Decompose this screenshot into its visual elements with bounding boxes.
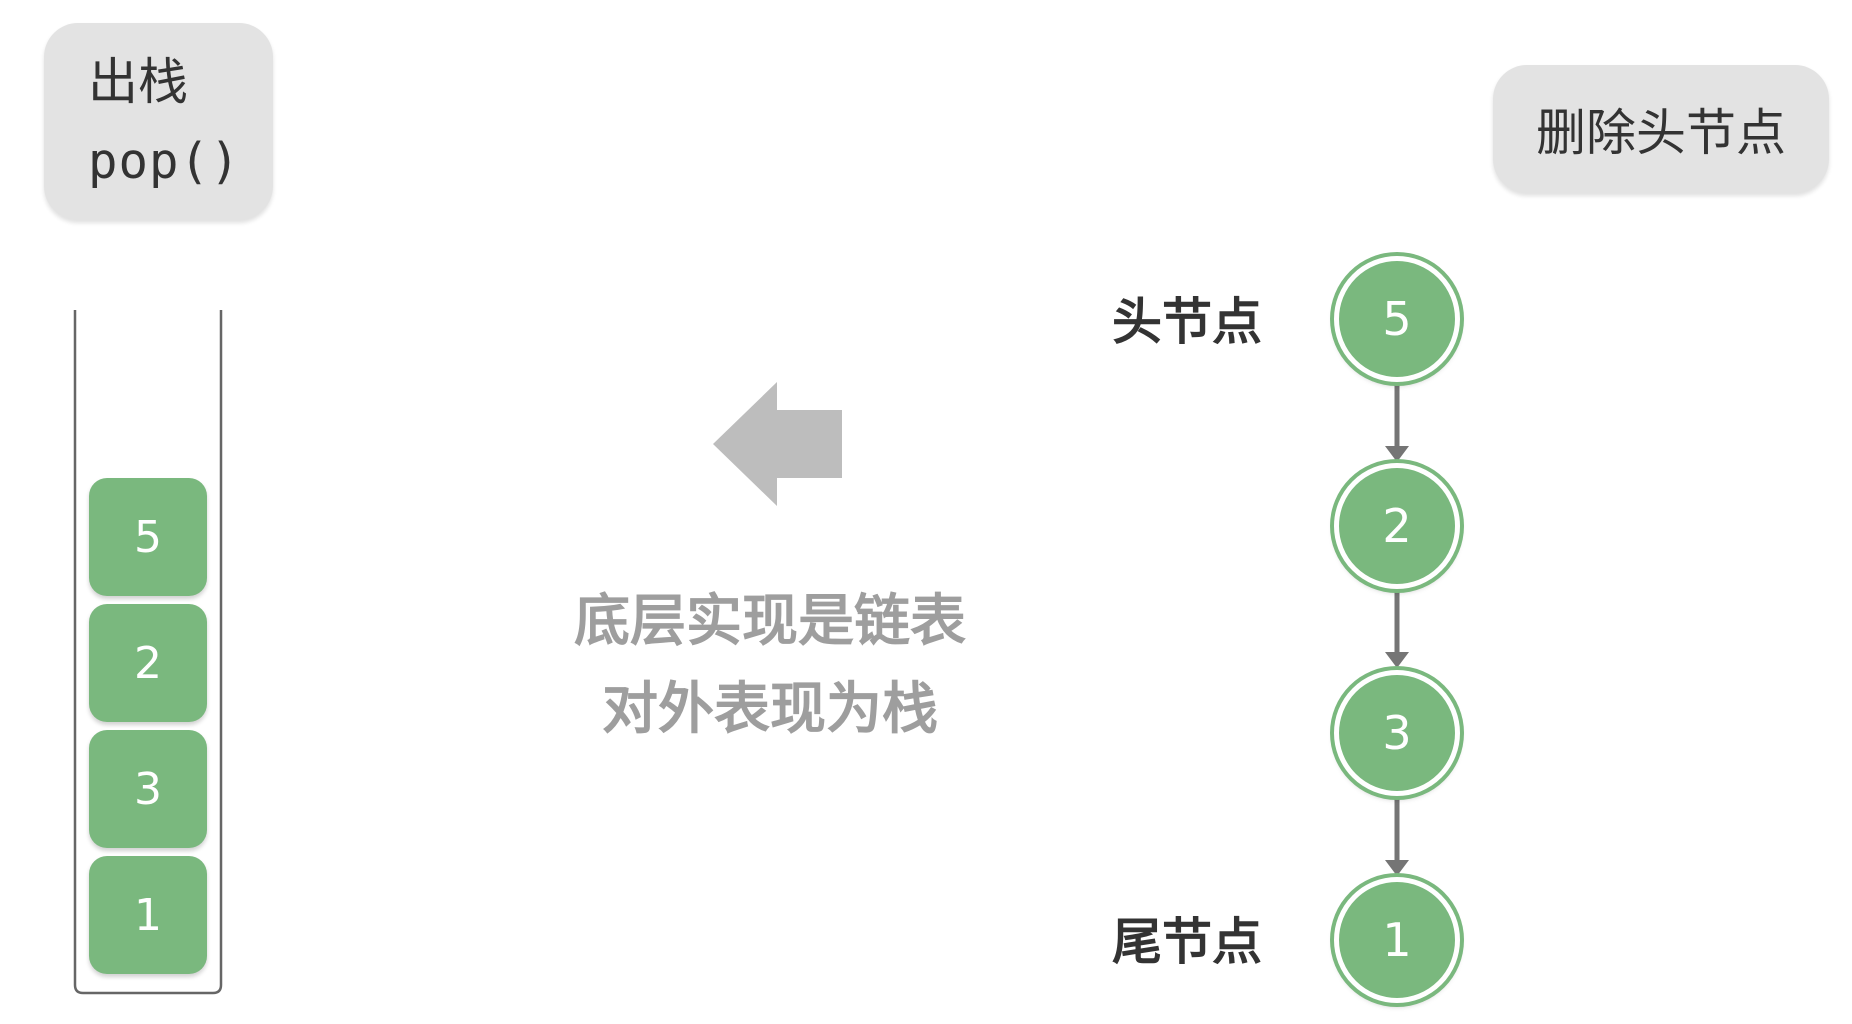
stack-item-value: 1: [134, 889, 162, 941]
list-node: 3: [1334, 670, 1460, 796]
list-node-value: 5: [1382, 292, 1412, 346]
stack-item: 3: [89, 730, 207, 848]
stack-operation-name: 出栈: [88, 53, 188, 111]
list-node-value: 1: [1382, 913, 1412, 967]
stack-operation-label: 出栈 pop(): [44, 23, 273, 220]
stack-container: [73, 310, 223, 995]
list-node: 1: [1334, 877, 1460, 1003]
stack-item-value: 3: [134, 763, 162, 815]
stack-operation-method: pop(): [88, 133, 241, 190]
caption-line-2: 对外表现为栈: [602, 677, 938, 742]
linked-list-operation-label: 删除头节点: [1493, 65, 1829, 193]
connector-3-head: [1385, 860, 1409, 876]
list-node: 5: [1334, 256, 1460, 382]
linked-list-operation-name: 删除头节点: [1536, 104, 1786, 162]
stack-item-value: 2: [134, 637, 162, 689]
list-node: 2: [1334, 463, 1460, 589]
stack-item: 2: [89, 604, 207, 722]
connector-2-head: [1385, 652, 1409, 668]
head-node-label: 头节点: [1112, 293, 1262, 351]
caption-line-1: 底层实现是链表: [574, 589, 966, 654]
tail-node-label: 尾节点: [1112, 913, 1262, 971]
stack-item-value: 5: [134, 511, 162, 563]
list-node-value: 3: [1382, 706, 1412, 760]
stack-item: 5: [89, 478, 207, 596]
left-arrow-icon: [713, 382, 842, 506]
list-node-value: 2: [1382, 499, 1412, 553]
connector-1-head: [1385, 446, 1409, 462]
stack-item: 1: [89, 856, 207, 974]
caption: 底层实现是链表 对外表现为栈: [520, 578, 1020, 754]
